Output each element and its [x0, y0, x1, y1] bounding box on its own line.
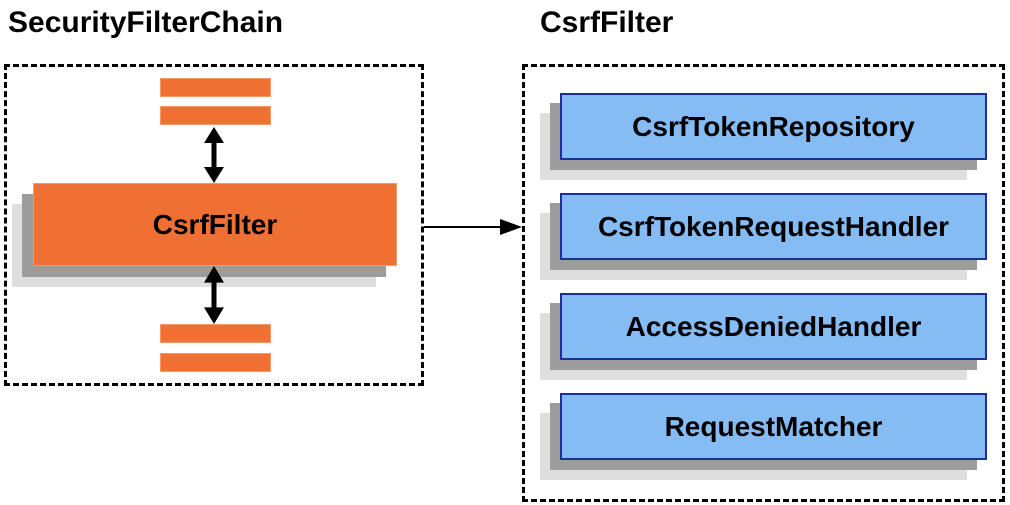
component-label: RequestMatcher [664, 410, 883, 442]
component-label: CsrfTokenRepository [632, 110, 915, 142]
other-filter-bar [160, 324, 271, 343]
csrf-filter-components-container: CsrfTokenRepository CsrfTokenRequestHand… [522, 64, 1005, 502]
component-label: AccessDeniedHandler [625, 310, 922, 342]
component-box-request-matcher: RequestMatcher [560, 393, 987, 460]
csrf-filter-box: CsrfFilter [33, 183, 397, 266]
component-box-csrf-token-repository: CsrfTokenRepository [560, 93, 987, 160]
connector-right-arrow-icon [424, 219, 522, 235]
component-box-access-denied-handler: AccessDeniedHandler [560, 293, 987, 360]
other-filter-bar [160, 353, 271, 372]
csrf-filter-title: CsrfFilter [540, 6, 674, 39]
security-filter-chain-title: SecurityFilterChain [8, 6, 284, 39]
double-arrow-icon [204, 266, 224, 324]
other-filter-bar [160, 106, 271, 125]
double-arrow-icon [204, 127, 224, 183]
component-label: CsrfTokenRequestHandler [597, 210, 950, 242]
component-box-csrf-token-request-handler: CsrfTokenRequestHandler [560, 193, 987, 260]
other-filter-bar [160, 78, 271, 97]
csrf-filter-box-label: CsrfFilter [152, 208, 278, 240]
security-filter-chain-container: CsrfFilter [4, 64, 424, 386]
